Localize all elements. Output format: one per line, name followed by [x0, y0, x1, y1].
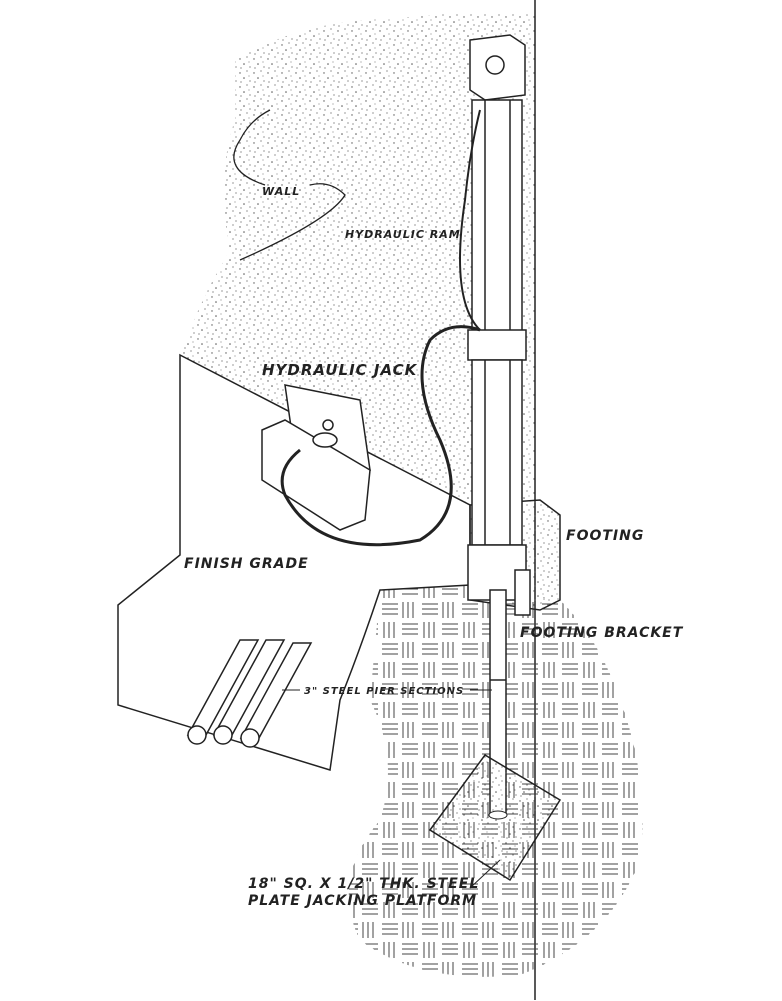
label-finish-grade: FINISH GRADE — [184, 556, 309, 572]
steel-pier — [489, 589, 507, 816]
label-wall: WALL — [262, 185, 300, 198]
wall-surface — [180, 13, 535, 505]
label-hydraulic-jack: HYDRAULIC JACK — [262, 361, 418, 379]
pier-base — [488, 810, 508, 820]
hydraulic-ram — [467, 34, 531, 616]
wall-callout-line — [233, 109, 346, 261]
label-footing-bracket: FOOTING BRACKET — [520, 625, 684, 641]
label-hydraulic-ram: HYDRAULIC RAM — [345, 228, 461, 241]
leader-lines — [282, 689, 501, 889]
label-pier-sections: 3" STEEL PIER SECTIONS — [304, 686, 464, 697]
steel-pier-sections — [186, 639, 313, 748]
label-platform-line1: 18" SQ. X 1/2" THK. STEEL — [248, 876, 479, 892]
label-footing: FOOTING — [566, 528, 644, 544]
hydraulic-jack — [261, 384, 371, 531]
label-platform-line2: PLATE JACKING PLATFORM — [248, 893, 477, 909]
hydraulic-hose — [280, 325, 481, 547]
hydraulic-hose-upper — [459, 109, 481, 331]
